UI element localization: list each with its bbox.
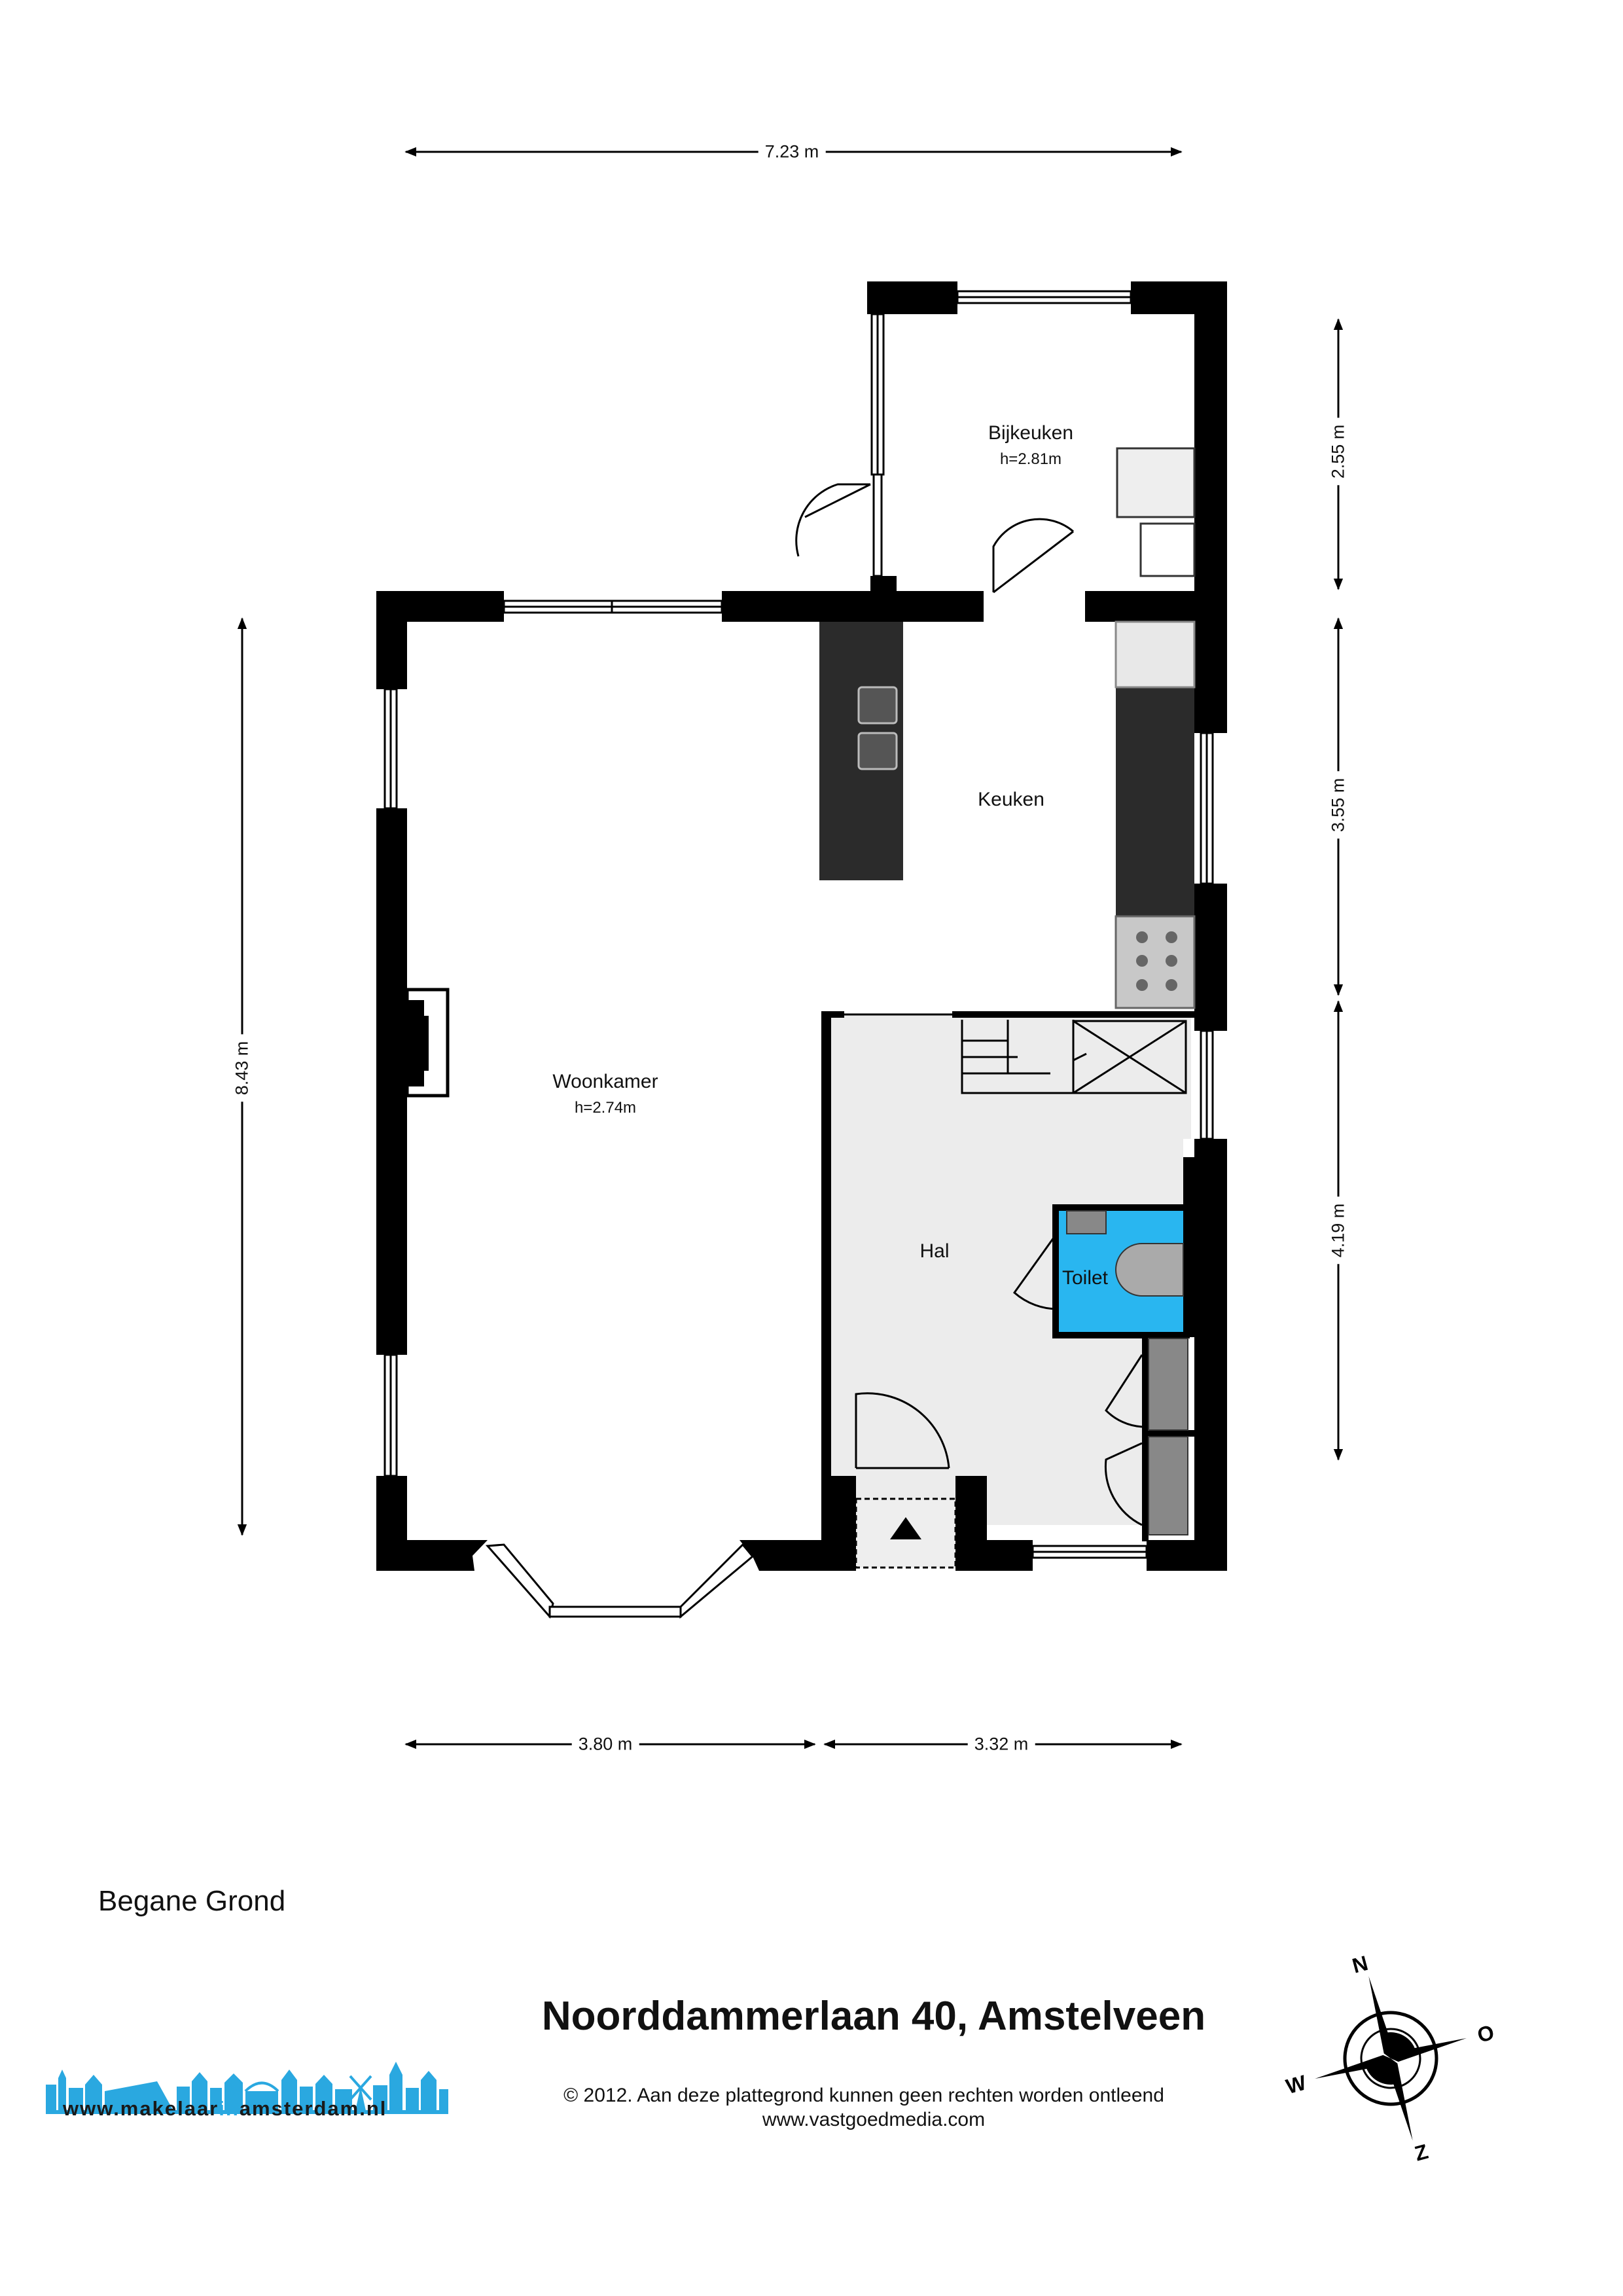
compass-z: Z xyxy=(1412,2140,1431,2166)
compass-o: O xyxy=(1474,2020,1496,2047)
toilet-bowl xyxy=(1115,1243,1184,1297)
stairs xyxy=(961,1020,1187,1094)
wall xyxy=(1052,1332,1190,1338)
entrance-arrow xyxy=(890,1517,921,1539)
dimension-right-top: 2.55 m xyxy=(1328,418,1349,486)
wall xyxy=(867,281,957,314)
door-swing xyxy=(1104,1442,1143,1526)
dimension-left-height: 8.43 m xyxy=(232,1034,253,1102)
room-name-keuken: Keuken xyxy=(978,789,1044,810)
dimension-right-middle: 3.55 m xyxy=(1328,771,1349,839)
compass-n: N xyxy=(1349,1951,1370,1978)
wall xyxy=(1052,1204,1059,1338)
room-name-toilet: Toilet xyxy=(1061,1267,1109,1289)
dimension-right-bottom: 4.19 m xyxy=(1328,1196,1349,1265)
laundry-sink xyxy=(1139,522,1196,577)
wall xyxy=(376,808,407,1355)
room-height-bijkeuken: h=2.81m xyxy=(999,450,1062,468)
washer xyxy=(1116,447,1196,518)
wall xyxy=(740,1540,856,1571)
door-swing xyxy=(1012,1230,1060,1310)
bay-window xyxy=(485,1543,554,1619)
closet-shelf xyxy=(1148,1436,1188,1535)
door-swing xyxy=(992,518,1074,592)
agency-url: www.makelaarinamsterdam.nl xyxy=(63,2097,387,2120)
wall xyxy=(1147,1540,1227,1571)
door-swing xyxy=(1105,1354,1143,1428)
agency-logo xyxy=(46,2062,448,2114)
doors xyxy=(795,483,1143,1526)
copyright-text: © 2012. Aan deze plattegrond kunnen geen… xyxy=(563,2085,1164,2106)
door-swing xyxy=(795,483,870,557)
dimension-top-width: 7.23 m xyxy=(758,141,826,162)
address-title: Noorddammerlaan 40, Amstelveen xyxy=(541,1994,1206,2039)
room-name-bijkeuken: Bijkeuken xyxy=(988,422,1074,444)
kitchen-counter xyxy=(1116,687,1194,916)
room-name-hal: Hal xyxy=(919,1240,950,1262)
wall xyxy=(1052,1204,1190,1211)
wall xyxy=(955,1540,1033,1571)
window xyxy=(872,473,883,577)
wall xyxy=(376,591,407,689)
wall xyxy=(870,576,897,592)
website-text: www.vastgoedmedia.com xyxy=(762,2109,986,2130)
room-height-woonkamer: h=2.74m xyxy=(574,1099,637,1117)
burners xyxy=(1136,931,1177,991)
wall xyxy=(1183,1157,1195,1337)
dimension-bottom-right: 3.32 m xyxy=(967,1734,1035,1755)
wall xyxy=(821,1011,831,1540)
door-swing xyxy=(855,1392,950,1469)
wall xyxy=(1194,884,1227,1031)
wall xyxy=(831,1011,844,1018)
sink xyxy=(857,686,898,770)
compass-icon: N Z W O xyxy=(1283,1951,1497,2166)
wall xyxy=(1142,1338,1149,1541)
floor-name: Begane Grond xyxy=(98,1885,286,1917)
wall xyxy=(1085,591,1196,622)
room-name-woonkamer: Woonkamer xyxy=(552,1071,658,1092)
stove xyxy=(1115,915,1196,1009)
closet-shelf xyxy=(1148,1338,1188,1431)
windows xyxy=(383,290,1214,1619)
wall xyxy=(376,1540,488,1571)
walls xyxy=(376,281,1227,1571)
fridge xyxy=(1115,620,1196,689)
compass-w: W xyxy=(1283,2070,1309,2098)
dimension-bottom-left: 3.80 m xyxy=(571,1734,639,1755)
bay-window xyxy=(548,1605,682,1618)
wall xyxy=(1194,1139,1227,1571)
toilet-tank xyxy=(1066,1210,1107,1234)
wall xyxy=(952,1011,1194,1018)
hal-floor xyxy=(830,1013,1191,1525)
wall xyxy=(722,591,984,622)
wall xyxy=(1194,281,1227,733)
bay-window xyxy=(679,1543,755,1619)
wall xyxy=(1142,1430,1194,1437)
wall xyxy=(1131,281,1196,314)
